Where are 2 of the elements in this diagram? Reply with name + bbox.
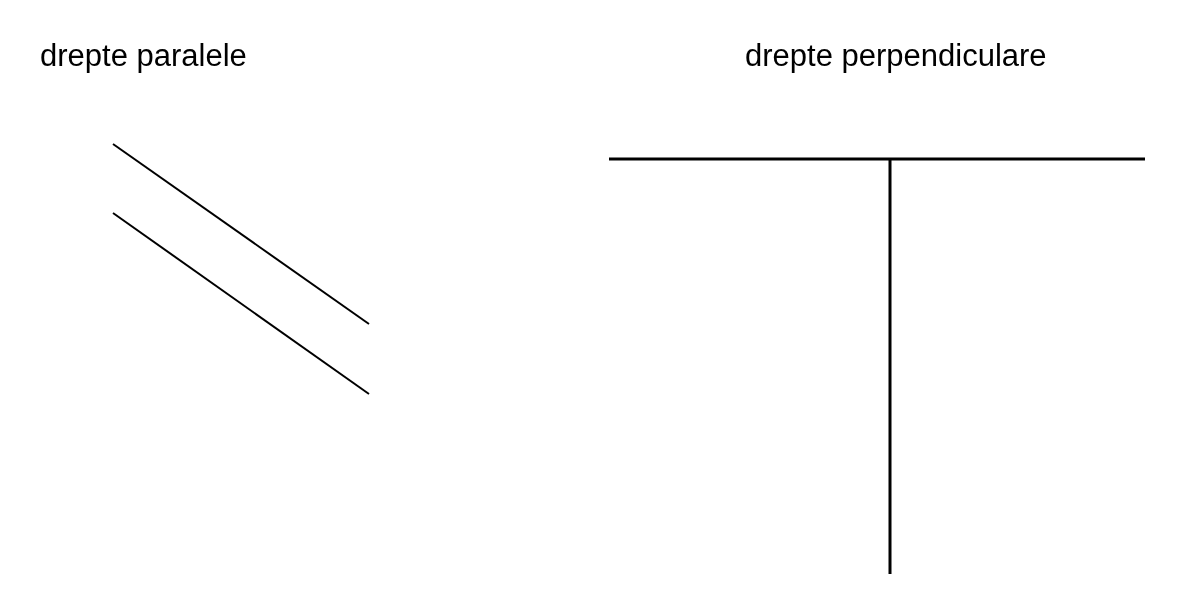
drawing-caption: drepte perpendiculare: [745, 40, 1047, 71]
drawing-caption: drepte paralele: [40, 40, 247, 71]
